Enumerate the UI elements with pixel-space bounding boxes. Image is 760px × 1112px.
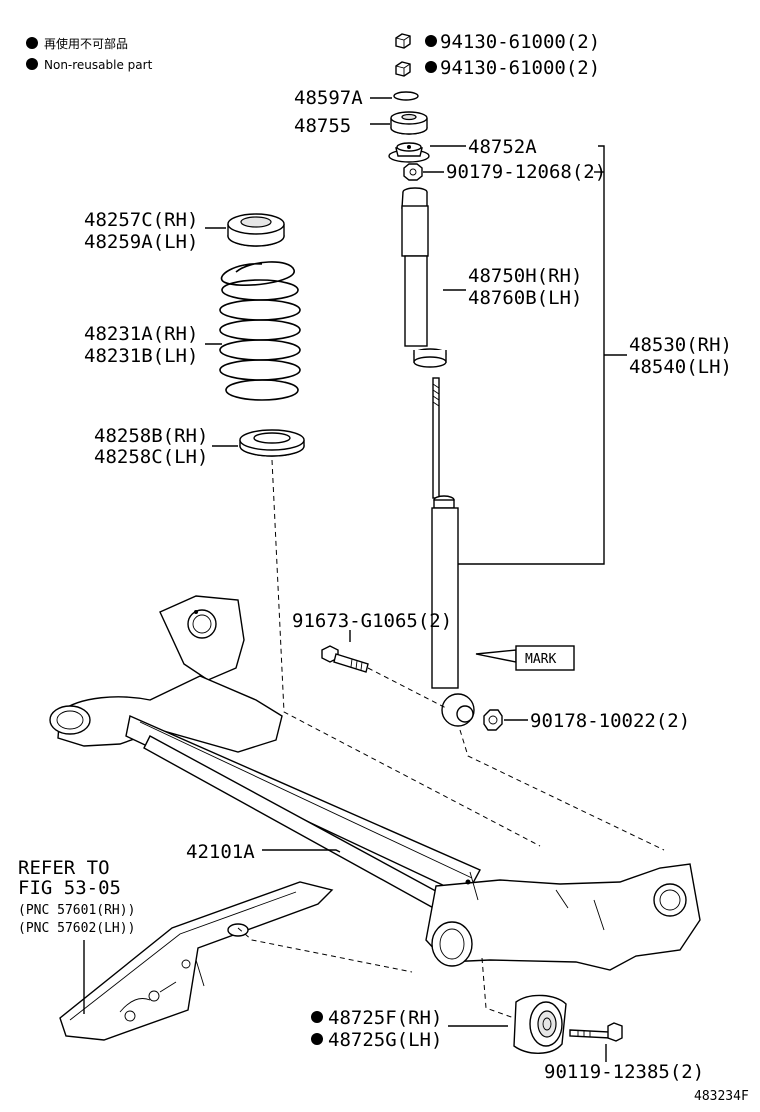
label-48752a[interactable]: 48752A [468,136,537,158]
bolt-91673 [321,645,369,673]
non-reusable-marker-icon [425,35,437,47]
label-91673[interactable]: 91673-G1065(2) [292,610,452,632]
non-reusable-marker-icon [311,1033,323,1045]
mark-callout [515,645,575,671]
right-bushing-housing [431,921,473,967]
label-48257c[interactable]: 48257C(RH) [84,209,198,231]
label-48259a[interactable]: 48259A(LH) [84,231,198,253]
shock-absorber-boot [401,187,447,368]
label-48597a[interactable]: 48597A [294,87,363,109]
label-nut-a[interactable]: 94130-61000(2) [440,31,600,53]
support-48752a [388,142,430,163]
shock-absorber-48530 [431,377,475,727]
label-48258b[interactable]: 48258B(RH) [94,425,208,447]
rear-axle-beam-42101a [49,595,701,971]
label-48725g[interactable]: 48725G(LH) [328,1029,442,1051]
label-90178[interactable]: 90178-10022(2) [530,710,690,732]
non-reusable-marker-icon [26,37,38,49]
label-48755[interactable]: 48755 [294,115,351,137]
bushing-48725 [513,994,567,1054]
label-fig-53-05[interactable]: FIG 53-05 [18,877,121,899]
nut-90178 [483,709,503,731]
spring-lower-insulator [239,429,305,457]
label-refer-to[interactable]: REFER TO [18,857,110,879]
non-reusable-marker-icon [26,58,38,70]
label-90179[interactable]: 90179-12068(2) [446,161,606,183]
label-nut-b[interactable]: 94130-61000(2) [440,57,600,79]
label-48258c[interactable]: 48258C(LH) [94,446,208,468]
label-48760b[interactable]: 48760B(LH) [468,287,582,309]
label-48231b[interactable]: 48231B(LH) [84,345,198,367]
washer-48597a [393,91,419,101]
label-48540[interactable]: 48540(LH) [629,356,732,378]
nut-icon [395,33,411,49]
label-48231a[interactable]: 48231A(RH) [84,323,198,345]
label-48530[interactable]: 48530(RH) [629,334,732,356]
label-pnc-57602[interactable]: (PNC 57602(LH)) [18,921,135,936]
coil-spring [219,261,301,401]
nut-icon [395,61,411,77]
figure-number: 483234F [694,1089,749,1104]
label-pnc-57601[interactable]: (PNC 57601(RH)) [18,903,135,918]
label-mark[interactable]: MARK [525,652,556,667]
nut-90179 [403,163,423,181]
non-reusable-marker-icon [425,61,437,73]
legend-en: Non-reusable part [44,58,153,72]
label-90119[interactable]: 90119-12385(2) [544,1061,704,1083]
bolt-90119 [569,1022,623,1042]
non-reusable-marker-icon [311,1011,323,1023]
label-48750h[interactable]: 48750H(RH) [468,265,582,287]
label-48725f[interactable]: 48725F(RH) [328,1007,442,1029]
legend-jp: 再使用不可部品 [44,36,128,51]
left-bushing [49,705,91,735]
label-42101a[interactable]: 42101A [186,841,255,863]
spring-upper-insulator [227,213,285,247]
cushion-48755 [390,111,428,135]
body-frame-reference [59,881,334,1041]
